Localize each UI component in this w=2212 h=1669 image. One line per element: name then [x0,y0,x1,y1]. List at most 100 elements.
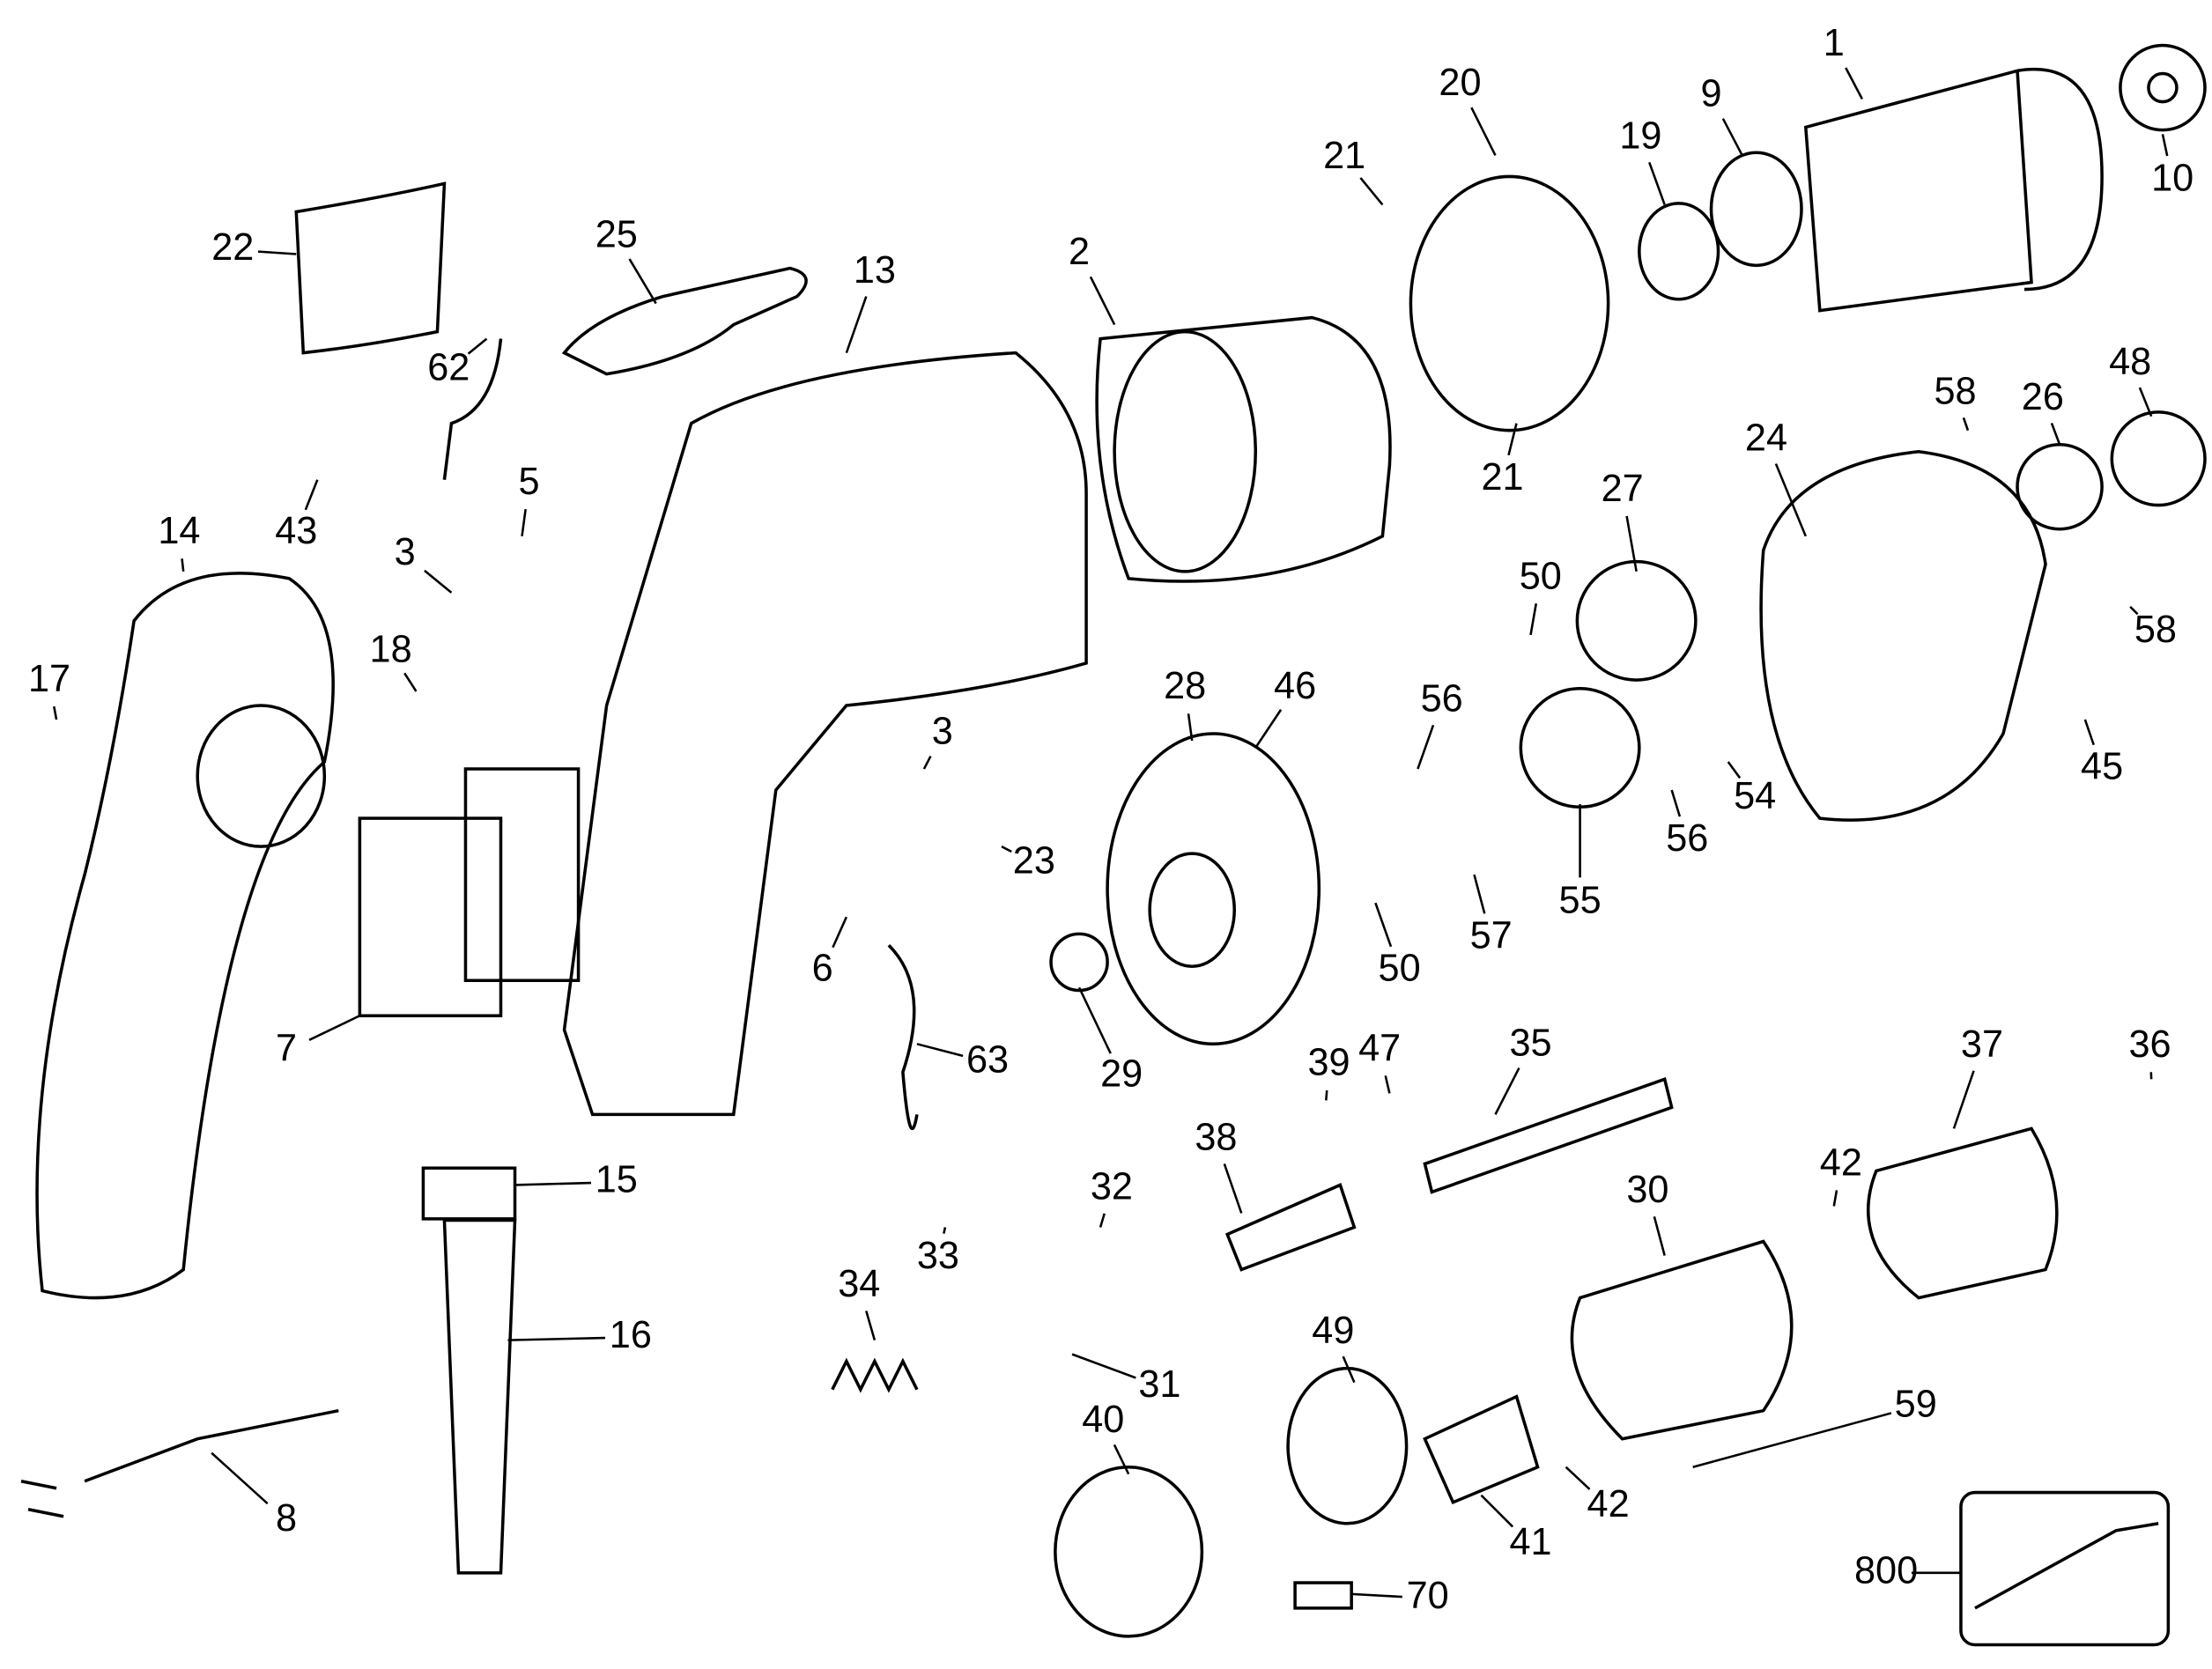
leader-line [1692,1412,1892,1468]
wire-62 [442,338,503,480]
field-2 [1095,315,1392,583]
callout-42: 42 [1587,1483,1630,1525]
collar-40 [1054,1465,1204,1638]
gear-55 [1519,686,1641,809]
leader-line [1774,463,1807,537]
tool-800 [1974,1522,2159,1610]
leader-line [845,296,868,354]
callout-42: 42 [1820,1141,1862,1184]
leader-line [521,508,527,536]
callout-17: 17 [28,658,70,700]
part-drawings [20,43,2207,1647]
callout-58: 58 [1935,370,1977,412]
gear-case-24 [1759,449,2047,822]
callout-55: 55 [1559,880,1602,922]
cord-8 [20,1408,339,1518]
leader-line [1187,713,1194,742]
leader-line [922,755,932,770]
callout-32: 32 [1091,1166,1133,1208]
leader-line [1342,1355,1356,1384]
leader-line [514,1181,592,1186]
callout-21: 21 [1481,456,1523,498]
callout-49: 49 [1312,1310,1354,1352]
cover-25 [561,266,808,376]
callout-38: 38 [1195,1117,1237,1159]
wire-63 [887,943,919,1131]
clip-15 [421,1166,517,1221]
callout-20: 20 [1439,62,1481,104]
spring-34 [831,1357,919,1393]
leader-lines [53,67,2169,1599]
clutch-38 [1224,1183,1357,1272]
leader-line [1113,1444,1130,1475]
callout-27: 27 [1602,468,1644,510]
leader-line [1254,709,1283,749]
callout-47: 47 [1358,1028,1401,1070]
leader-line [1417,724,1435,770]
part-19 [1638,202,1720,301]
part-9 [1709,151,1803,268]
callout-21: 21 [1323,135,1365,177]
leader-line [403,672,418,692]
callout-34: 34 [838,1263,880,1305]
leader-line [2050,423,2061,446]
leader-line [1494,1067,1520,1115]
spindle-35 [1423,1077,1674,1194]
callout-62: 62 [427,346,470,388]
callout-18: 18 [370,629,412,671]
plate-28 [1106,732,1321,1046]
key-70 [1293,1581,1353,1610]
callout-59: 59 [1895,1383,1937,1425]
leader-line [1670,789,1682,817]
callout-23: 23 [1013,840,1055,883]
bearing-10 [2119,43,2207,132]
callout-16: 16 [610,1314,652,1356]
label-22 [294,181,447,355]
leader-line [1099,1213,1106,1228]
armature-part [1803,68,2104,313]
leader-line [1832,1190,1838,1207]
callout-8: 8 [276,1497,297,1540]
ring-48 [2110,410,2207,507]
callout-1: 1 [1824,22,1845,64]
washer-29 [1049,932,1109,993]
leader-line [1721,118,1743,157]
callout-45: 45 [2081,745,2123,787]
leader-line [1845,67,1863,100]
callout-50: 50 [1520,555,1562,597]
leader-line [1001,845,1012,853]
leader-line [1077,986,1112,1054]
callout-14: 14 [158,510,200,552]
leader-line [628,258,657,305]
leader-line [1952,1070,1975,1129]
callout-56: 56 [1421,678,1463,720]
callout-29: 29 [1100,1053,1143,1096]
callout-19: 19 [1619,115,1661,158]
plate-28-hole [1148,852,1236,968]
part-49 [1286,1366,1409,1525]
leader-line [181,558,185,572]
handle-14 [35,572,335,1300]
callout-57: 57 [1470,915,1513,957]
callout-48: 48 [2109,341,2151,383]
leader-line [1648,161,1666,205]
callout-24: 24 [1745,417,1787,459]
callout-5: 5 [519,461,540,503]
leader-line [1351,1592,1402,1599]
leader-line [424,569,453,594]
callout-3: 3 [395,531,416,573]
leader-line [1089,276,1116,326]
leader-line [943,1227,947,1234]
callout-50: 50 [1379,947,1421,989]
callout-37: 37 [1961,1023,2003,1066]
tube-16 [442,1218,517,1575]
callout-labels: 1919202121102132522624353141817732366328… [28,22,2194,1617]
nose-37 [1866,1126,2059,1300]
leader-line [1565,1466,1591,1490]
callout-56: 56 [1666,817,1708,860]
callout-70: 70 [1407,1575,1449,1617]
leader-line [1625,515,1638,572]
leader-line [1962,417,1970,432]
leader-line [1480,1494,1514,1528]
